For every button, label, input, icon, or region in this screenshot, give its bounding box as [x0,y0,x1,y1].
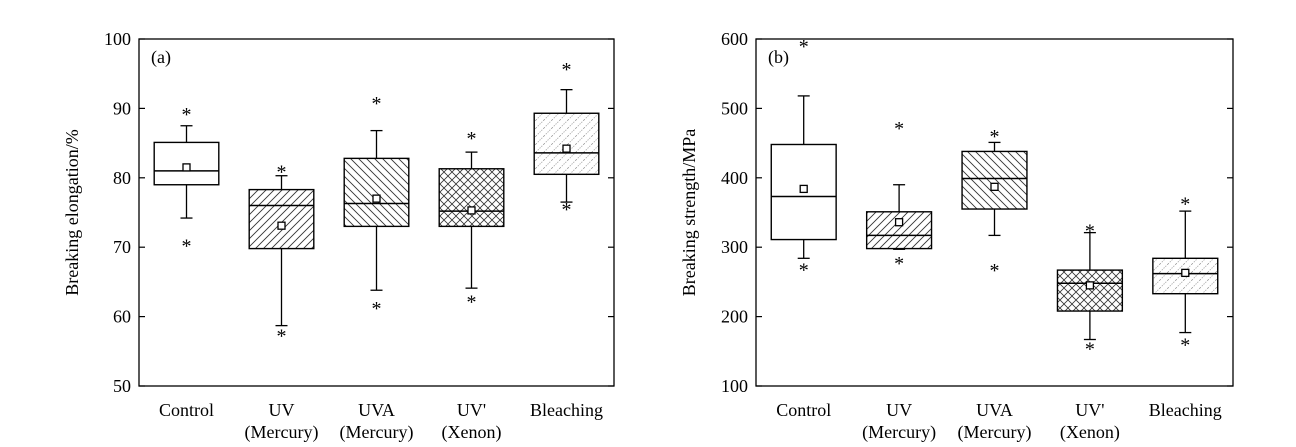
outlier-marker: * [277,325,287,347]
y-axis-label: Breaking strength/MPa [679,129,699,296]
outlier-marker: * [1085,338,1095,360]
box-group: ** [1056,220,1124,360]
x-tick-sublabel: (Mercury) [862,422,936,443]
outlier-marker: * [894,253,904,275]
outlier-marker: * [467,128,477,150]
y-axis-label: Breaking elongation/% [62,129,82,295]
y-tick-label: 400 [721,168,748,188]
x-tick-label: UV' [457,400,486,420]
outlier-marker: * [1085,220,1095,242]
y-tick-label: 60 [113,307,131,327]
y-tick-label: 500 [721,98,748,118]
outlier-marker: * [562,199,572,221]
mean-marker [277,221,286,230]
y-tick-label: 600 [721,29,748,49]
mean-marker [1181,268,1190,278]
box-group: ** [248,161,315,347]
x-tick-sublabel: (Xenon) [442,422,502,443]
outlier-marker: * [372,93,382,115]
y-tick-label: 100 [721,376,748,396]
box-group: ** [153,104,220,258]
outlier-marker: * [372,298,382,320]
box-group: ** [865,118,933,275]
mean-marker [182,163,191,172]
outlier-marker: * [562,59,572,81]
x-tick-sublabel: (Mercury) [245,422,319,443]
y-tick-label: 100 [104,29,131,49]
x-tick-label: Control [776,400,831,420]
outlier-marker: * [467,291,477,313]
box-group: ** [770,36,837,281]
panel-label: (b) [768,47,789,68]
outlier-marker: * [1180,193,1190,215]
y-tick-label: 200 [721,307,748,327]
box-iqr [248,188,315,250]
y-tick-label: 90 [113,98,131,118]
mean-marker [1085,281,1095,290]
outlier-marker: * [799,259,809,281]
mean-marker [990,182,999,191]
y-tick-label: 50 [113,376,131,396]
x-tick-label: UVA [976,400,1013,420]
mean-marker [467,206,476,215]
outlier-marker: * [990,126,1000,148]
outlier-marker: * [277,161,287,183]
outlier-marker: * [182,104,192,126]
box-iqr [1056,269,1124,312]
y-tick-label: 80 [113,168,131,188]
outlier-marker: * [894,118,904,140]
x-tick-label: UV [886,400,912,420]
x-tick-label: UV [269,400,295,420]
x-tick-label: Control [159,400,214,420]
outlier-marker: * [182,236,192,258]
x-tick-sublabel: (Xenon) [1060,422,1120,443]
plot-frame [138,38,615,387]
box-group: ** [961,126,1028,282]
box-iqr [438,168,505,228]
x-tick-sublabel: (Mercury) [958,422,1032,443]
box-group: ** [438,128,505,313]
x-tick-label: Bleaching [1149,400,1222,420]
x-tick-label: Bleaching [530,400,603,420]
x-tick-sublabel: (Mercury) [340,422,414,443]
mean-marker [372,194,381,203]
x-tick-label: UVA [358,400,395,420]
x-tick-label: UV' [1075,400,1104,420]
mean-marker [799,184,808,194]
box-group: ** [1152,193,1219,356]
box-iqr [961,150,1028,210]
panel-label: (a) [151,47,171,68]
box-iqr [343,157,410,228]
outlier-marker: * [1180,334,1190,356]
outlier-marker: * [799,36,809,58]
box-group: ** [343,93,410,320]
box-group: ** [533,59,600,221]
plot-frame [755,38,1234,387]
mean-marker [562,144,571,153]
y-tick-label: 300 [721,237,748,257]
box-iqr [533,112,600,176]
box-iqr [865,211,933,250]
y-tick-label: 70 [113,237,131,257]
outlier-marker: * [990,260,1000,282]
mean-marker [894,218,904,227]
